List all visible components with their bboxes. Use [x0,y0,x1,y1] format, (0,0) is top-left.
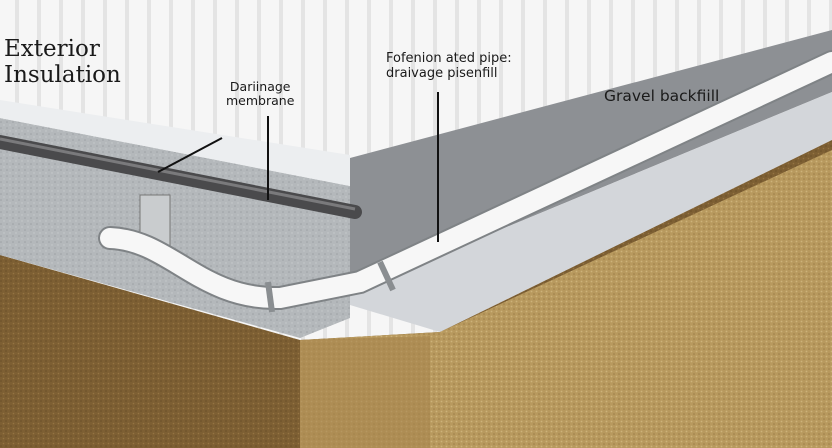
label-perforated-pipe: Fofenion ated pipe:draivage pisenfill [386,51,512,82]
label-line: Insulation [4,62,121,89]
concrete-foundation [0,118,350,338]
foundation-top-edge [0,100,350,186]
gravel-front-face [300,336,430,448]
gravel-backfill [300,150,832,448]
perforated-pipe-body [100,52,832,309]
label-line: membrane [226,93,295,109]
label-line: Dariinage [229,79,291,94]
label-line: Exterior [4,36,100,62]
dark-pipe-highlight [0,137,356,211]
label-line: draivage pisenfill [386,65,498,81]
dark-drain-pipe [0,135,362,219]
flashing [350,92,832,332]
label-gravel-backfill: Gravel backfiill [604,87,720,105]
pipe-coupling [265,281,275,313]
label-line: Fofenion ated pipe: [386,51,512,66]
leader-line-insulation [157,137,223,173]
pipe-coupling [377,260,396,292]
